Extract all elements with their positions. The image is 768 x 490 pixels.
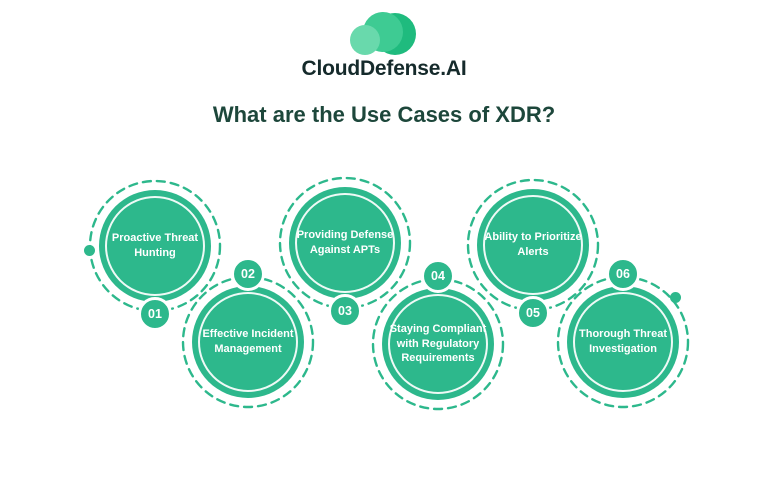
connector-dot-icon	[84, 245, 95, 256]
number-badge-label: 02	[241, 267, 255, 281]
number-badge-label: 01	[148, 307, 162, 321]
connector-dot-icon	[670, 292, 681, 303]
header: CloudDefense.AI What are the Use Cases o…	[0, 0, 768, 128]
cloud-circles-icon	[350, 12, 416, 55]
number-badge: 04	[421, 259, 455, 293]
page-title: What are the Use Cases of XDR?	[212, 102, 556, 127]
use-case-label: Ability to Prioritize Alerts	[484, 231, 582, 258]
use-case-bubble: Ability to Prioritize Alerts	[477, 189, 589, 301]
dashed-ring-icon	[181, 275, 315, 409]
use-case-bubble: Staying Compliant with Regulatory Requir…	[382, 288, 494, 400]
number-badge-label: 06	[616, 267, 630, 281]
number-badge: 05	[516, 296, 550, 330]
use-case-bubble: Thorough Threat Investigation	[567, 286, 679, 398]
use-case-label: Effective Incident Management	[202, 328, 294, 355]
use-case-label: Providing Defense Against APTs	[296, 229, 394, 256]
number-badge-label: 03	[338, 304, 352, 318]
use-case-bubble: Effective Incident Management	[192, 286, 304, 398]
number-badge: 03	[328, 294, 362, 328]
use-case-bubble: Proactive Threat Hunting	[99, 190, 211, 302]
number-badge-label: 04	[431, 269, 445, 283]
number-badge: 01	[138, 297, 172, 331]
dashed-ring-icon	[371, 277, 505, 411]
number-badge: 02	[231, 257, 265, 291]
use-case-label: Proactive Threat Hunting	[111, 232, 199, 259]
use-case-label: Staying Compliant with Regulatory Requir…	[389, 323, 487, 365]
use-case-label: Thorough Threat Investigation	[579, 328, 667, 355]
number-badge-label: 05	[526, 306, 540, 320]
dashed-ring-icon	[556, 275, 690, 409]
brand-wordmark: CloudDefense.AI	[301, 57, 467, 80]
use-case-bubble: Providing Defense Against APTs	[289, 187, 401, 299]
number-badge: 06	[606, 257, 640, 291]
